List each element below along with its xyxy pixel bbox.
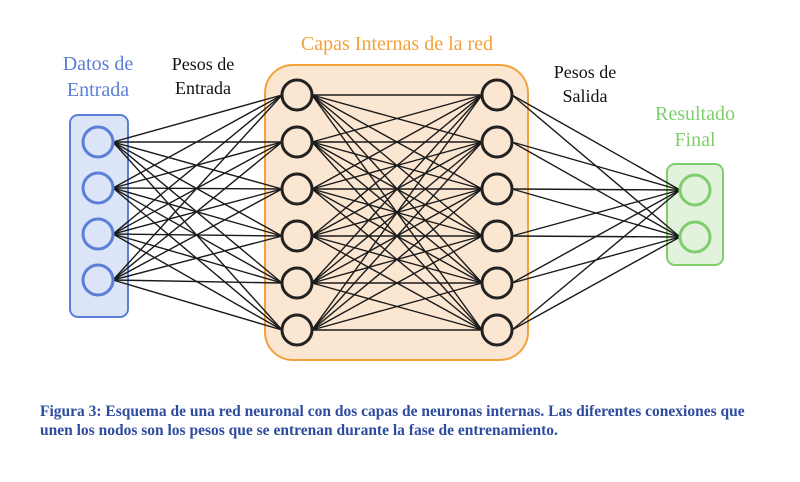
- input-node-1: [81, 125, 115, 159]
- hidden-2-node-2: [480, 125, 514, 159]
- connection-hidden-2-6-to-output-2: [511, 236, 681, 331]
- connection-hidden-1-4-to-hidden-2-1: [311, 94, 483, 237]
- input-label-line2: Entrada: [67, 79, 129, 101]
- hidden-2-node-4: [480, 219, 514, 253]
- output-layer-box: [666, 163, 724, 266]
- hidden-1-node-6: [280, 313, 314, 347]
- weight-connections: [112, 94, 681, 331]
- output-label-line2: Final: [674, 129, 716, 151]
- connection-hidden-1-3-to-hidden-2-1: [311, 94, 483, 190]
- connection-hidden-2-6-to-output-1: [511, 189, 681, 331]
- connection-hidden-1-5-to-hidden-2-1: [311, 94, 483, 284]
- hidden-2-node-5: [480, 266, 514, 300]
- connection-hidden-2-1-to-output-1: [511, 94, 681, 191]
- hidden-layers-label: Capas Internas de la red: [301, 33, 493, 55]
- output-weights-label-line1: Pesos de: [554, 62, 617, 82]
- output-node-1: [678, 173, 712, 207]
- output-weights-label-line2: Salida: [563, 86, 608, 106]
- connection-hidden-1-6-to-hidden-2-3: [311, 188, 483, 331]
- input-node-4: [81, 263, 115, 297]
- connection-hidden-2-5-to-output-1: [511, 189, 681, 284]
- connection-input-4-to-hidden-1-4: [112, 235, 283, 281]
- neural-network-diagram: Datos de Entrada Pesos de Entrada Capas …: [63, 33, 735, 361]
- input-node-3: [81, 217, 115, 251]
- hidden-1-node-1: [280, 78, 314, 112]
- input-layer-box: [69, 114, 129, 318]
- connection-hidden-1-6-to-hidden-2-2: [311, 141, 483, 331]
- input-node-2: [81, 171, 115, 205]
- input-label-line1: Datos de: [63, 53, 134, 75]
- connection-input-4-to-hidden-1-5: [112, 279, 283, 284]
- hidden-1-node-3: [280, 172, 314, 206]
- hidden-2-node-6: [480, 313, 514, 347]
- hidden-1-node-4: [280, 219, 314, 253]
- neuron-nodes: [81, 78, 712, 347]
- connection-hidden-2-3-to-output-1: [511, 188, 681, 191]
- input-weights-label-line1: Pesos de: [172, 54, 235, 74]
- figure-caption: Figura 3: Esquema de una red neuronal co…: [40, 403, 745, 439]
- connection-hidden-1-6-to-hidden-2-5: [311, 282, 483, 331]
- hidden-2-node-3: [480, 172, 514, 206]
- hidden-1-node-2: [280, 125, 314, 159]
- connection-input-4-to-hidden-1-1: [112, 94, 283, 281]
- connection-input-2-to-hidden-1-1: [112, 94, 283, 189]
- connection-hidden-1-6-to-hidden-2-1: [311, 94, 483, 331]
- connection-input-1-to-hidden-1-1: [112, 94, 283, 143]
- connection-hidden-2-2-to-output-1: [511, 141, 681, 191]
- connection-input-4-to-hidden-1-6: [112, 279, 283, 331]
- connection-hidden-1-2-to-hidden-2-1: [311, 94, 483, 143]
- hidden-2-node-1: [480, 78, 514, 112]
- connection-input-3-to-hidden-1-1: [112, 94, 283, 235]
- output-node-2: [678, 220, 712, 254]
- output-label-line1: Resultado: [655, 103, 735, 125]
- connection-input-4-to-hidden-1-3: [112, 188, 283, 281]
- connection-hidden-1-6-to-hidden-2-4: [311, 235, 483, 331]
- hidden-1-node-5: [280, 266, 314, 300]
- input-weights-label-line2: Entrada: [175, 78, 231, 98]
- connection-hidden-2-4-to-output-1: [511, 189, 681, 237]
- connection-input-4-to-hidden-1-2: [112, 141, 283, 281]
